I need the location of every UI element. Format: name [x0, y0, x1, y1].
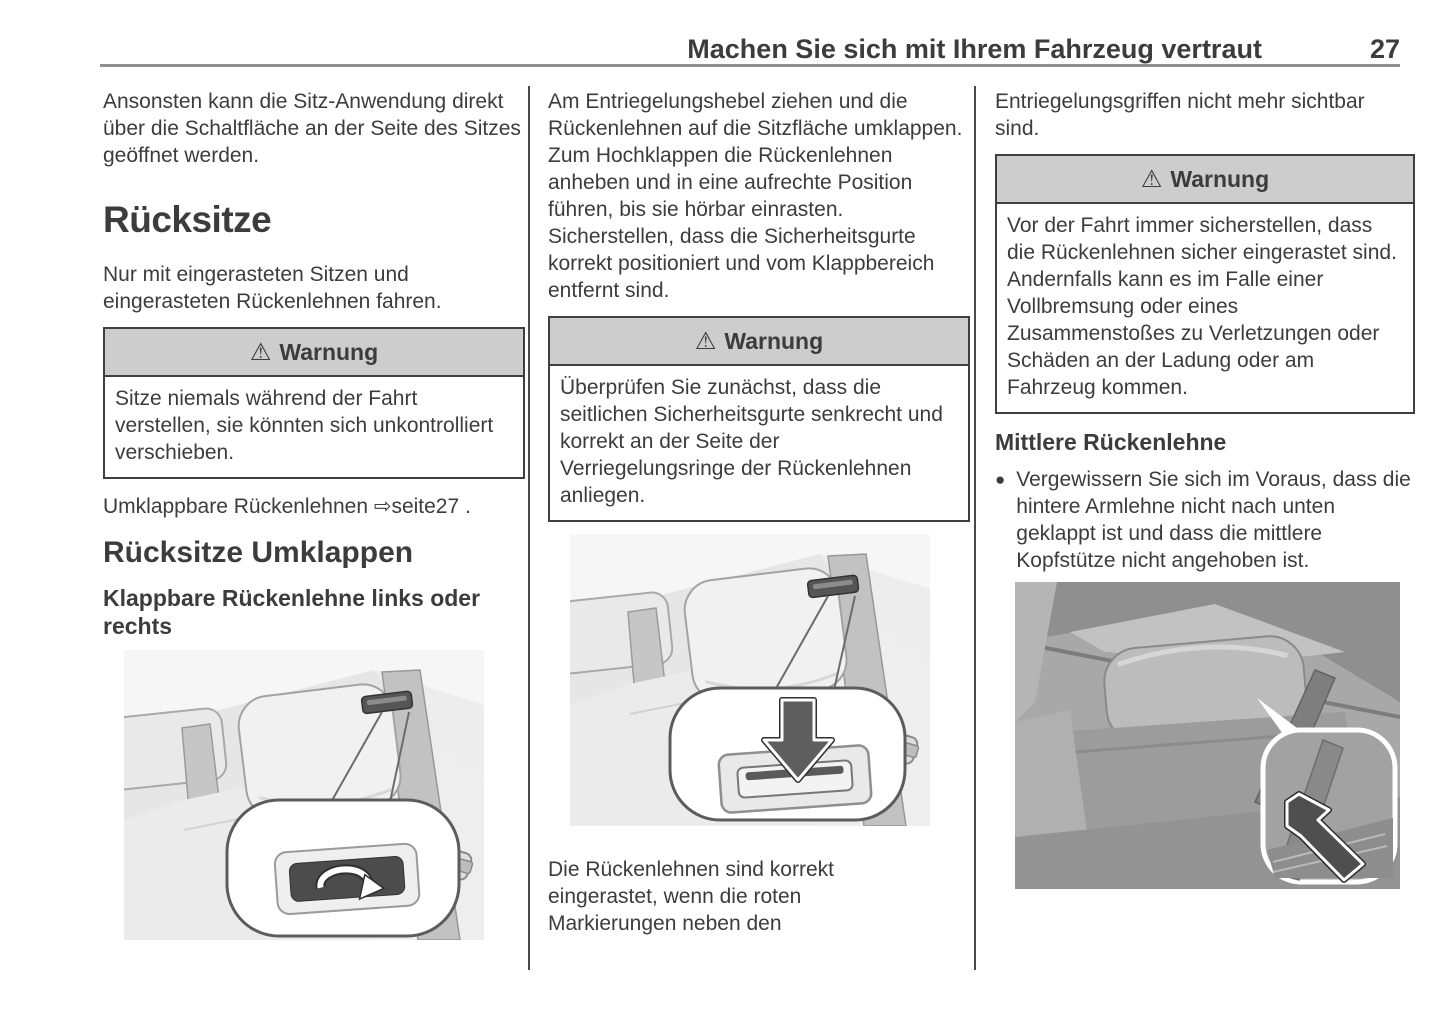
figure-backrest-lock-slot: [570, 534, 970, 826]
release-lever-marker: [360, 690, 414, 715]
warning-icon: ⚠: [1140, 166, 1163, 193]
paragraph-continuation: Entriegelungsgriffen nicht mehr sichtbar…: [995, 90, 1365, 140]
running-title: Machen Sie sich mit Ihrem Fahrzeug vertr…: [687, 34, 1262, 64]
bullet-text: Vergewissern Sie sich im Voraus, dass di…: [1016, 468, 1411, 572]
intro-paragraph: Ansonsten kann die Sitz-Anwendung direkt…: [103, 90, 521, 167]
section-heading-ruecksitze: Rücksitze: [103, 199, 272, 240]
warning-box-3: ⚠ Warnung Vor der Fahrt immer sicherstell…: [995, 154, 1415, 414]
release-lever-marker: [806, 574, 860, 599]
warning-title: Warnung: [724, 328, 824, 354]
paragraph-sicherstellen: Sicherstellen, dass die Sicherheitsgurte…: [548, 225, 935, 302]
warning-header-3: ⚠ Warnung: [997, 156, 1413, 204]
page-number: 27: [1369, 34, 1400, 64]
warning-header-2: ⚠ Warnung: [550, 318, 968, 366]
warning-body-1: Sitze niemals während der Fahrt verstell…: [115, 387, 494, 464]
crossref-suffix: .: [459, 495, 471, 518]
crossref-page-link[interactable]: ⇨seite27: [373, 495, 460, 518]
cross-reference-line: Umklappbare Rückenlehnen ⇨seite27 .: [103, 493, 525, 520]
warning-body-2: Überprüfen Sie zunächst, dass die seitli…: [560, 376, 943, 507]
warning-body-3: Vor der Fahrt immer sicherstellen, dass …: [1007, 214, 1397, 399]
caption-paragraph: Die Rückenlehnen sind korrekt eingeraste…: [548, 858, 834, 935]
column-3: Entriegelungsgriffen nicht mehr sichtbar…: [995, 88, 1415, 889]
warning-box-1: ⚠ Warnung Sitze niemals während der Fahrt…: [103, 327, 525, 479]
press-down-arrow-icon: [762, 698, 834, 782]
column-divider-left: [528, 86, 530, 970]
warning-icon: ⚠: [694, 328, 717, 355]
backrest-lock-illustration: [570, 534, 930, 826]
header-rule: [100, 64, 1400, 67]
bullet-icon: ●: [995, 470, 1006, 489]
lead-paragraph: Nur mit eingerasteten Sitzen und eingera…: [103, 263, 442, 313]
subheading-klappbare: Klappbare Rückenlehne links oder rechts: [103, 585, 481, 639]
warning-title: Warnung: [279, 339, 379, 365]
pull-up-arrow-icon: [1285, 792, 1365, 882]
bullet-item: ● Vergewissern Sie sich im Voraus, dass …: [995, 466, 1415, 574]
crossref-text: Umklappbare Rückenlehnen: [103, 495, 368, 518]
center-armrest-illustration: [1015, 582, 1400, 889]
paragraph-hochklappen: Zum Hochklappen die Rückenlehnen anheben…: [548, 144, 913, 221]
column-2: Am Entriegelungshebel ziehen und die Rüc…: [548, 88, 970, 937]
warning-header-1: ⚠ Warnung: [105, 329, 523, 377]
paragraph-entriegelungshebel: Am Entriegelungshebel ziehen und die Rüc…: [548, 90, 963, 140]
backrest-release-illustration: [124, 650, 484, 940]
figure-backrest-release-lever: [124, 650, 525, 940]
warning-title: Warnung: [1170, 166, 1270, 192]
column-1: Ansonsten kann die Sitz-Anwendung direkt…: [103, 88, 525, 940]
figure-center-armrest-strap: [1015, 582, 1415, 889]
warning-icon: ⚠: [249, 339, 272, 366]
column-divider-right: [974, 86, 976, 970]
page-header: Machen Sie sich mit Ihrem Fahrzeug vertr…: [100, 34, 1400, 65]
warning-box-2: ⚠ Warnung Überprüfen Sie zunächst, dass d…: [548, 316, 970, 522]
section-heading-umklappen: Rücksitze Umklappen: [103, 536, 414, 569]
subheading-mittlere-rueckenlehne: Mittlere Rückenlehne: [995, 429, 1227, 455]
